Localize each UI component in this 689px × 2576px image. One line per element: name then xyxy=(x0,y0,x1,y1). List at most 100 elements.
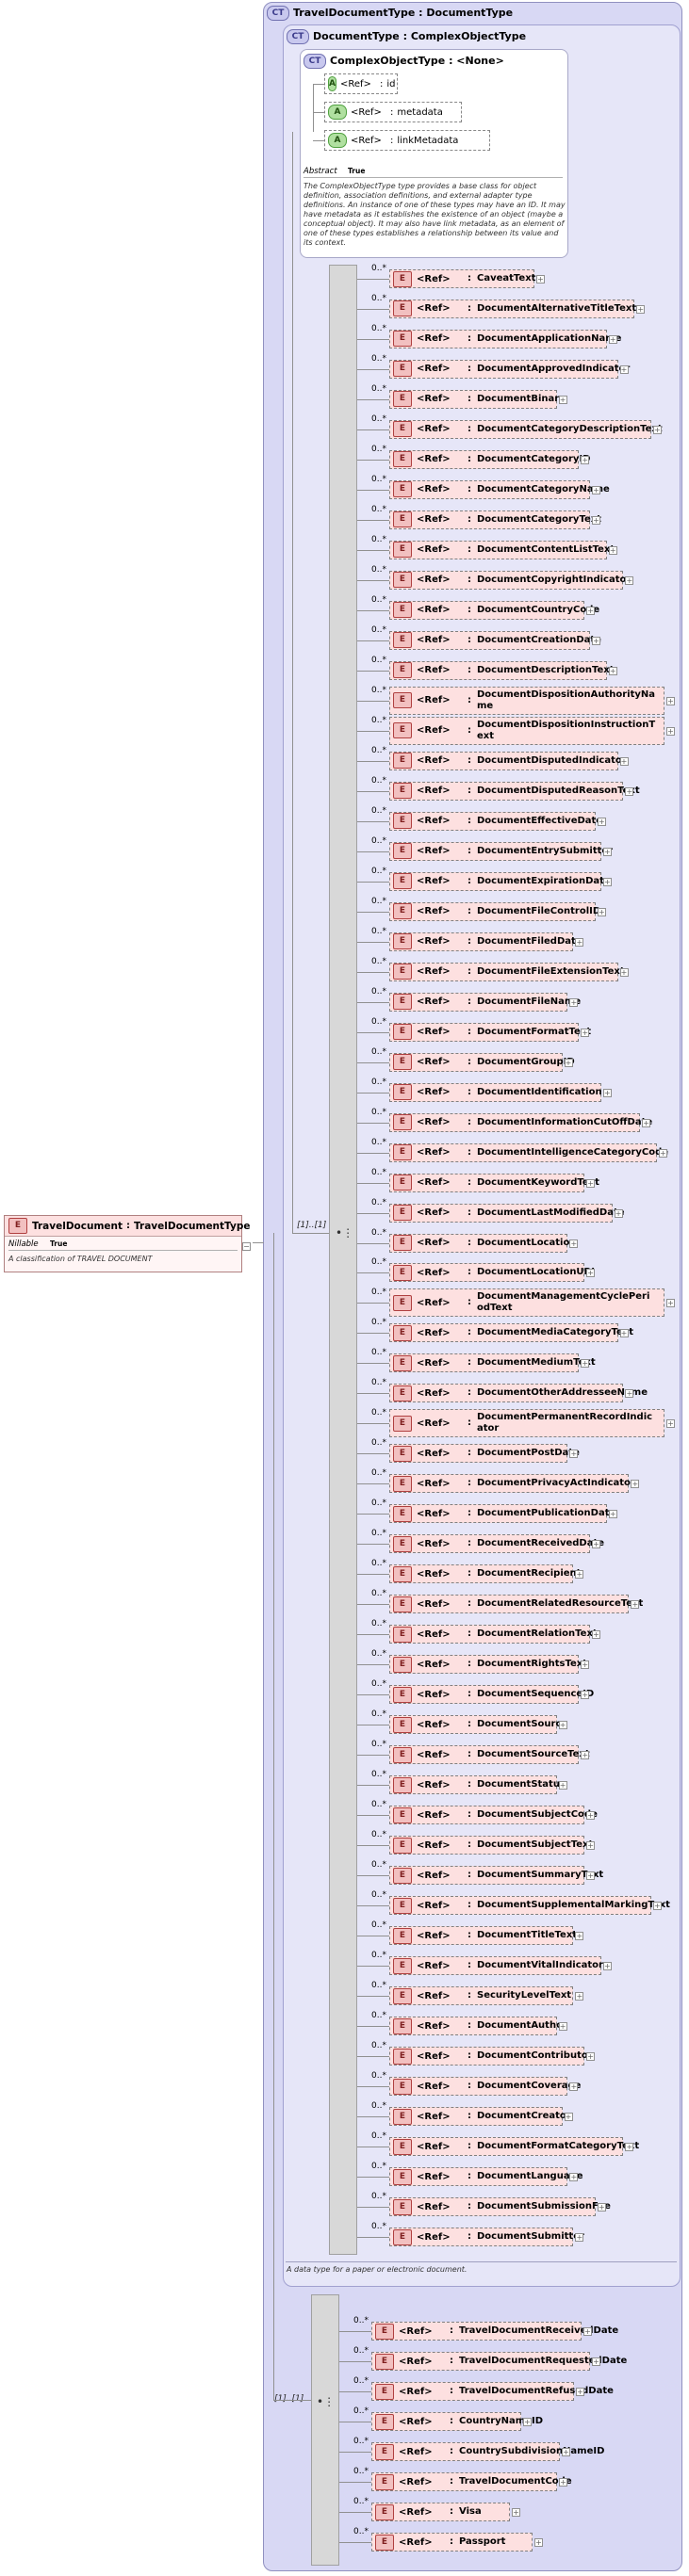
expand-icon[interactable]: + xyxy=(631,1600,640,1610)
expand-icon[interactable]: + xyxy=(564,1058,573,1067)
element-DocumentRecipient[interactable]: E<Ref>:DocumentRecipient xyxy=(389,1564,581,1584)
element-DocumentCoverage[interactable]: E<Ref>:DocumentCoverage xyxy=(389,2077,581,2097)
element-SecurityLevelText[interactable]: E<Ref>:SecurityLevelText xyxy=(389,1986,574,2006)
expand-icon[interactable]: + xyxy=(586,1269,596,1278)
element-DocumentFileName[interactable]: E<Ref>:DocumentFileName xyxy=(389,992,581,1012)
expand-icon[interactable]: + xyxy=(558,2022,567,2032)
expand-icon[interactable]: + xyxy=(562,2448,570,2456)
expand-icon[interactable]: + xyxy=(575,2233,584,2242)
expand-icon[interactable]: + xyxy=(658,1148,667,1158)
expand-icon[interactable]: + xyxy=(575,937,584,947)
element-DocumentGroupID[interactable]: E<Ref>:DocumentGroupID xyxy=(389,1052,575,1072)
expand-icon[interactable]: + xyxy=(523,2418,532,2426)
element-DocumentManagementCyclePeriodText[interactable]: E<Ref>:DocumentManagementCyclePeriodText xyxy=(389,1288,664,1318)
expand-icon[interactable]: + xyxy=(586,2052,596,2062)
element-DocumentEffectiveDate[interactable]: E<Ref>:DocumentEffectiveDate xyxy=(389,811,602,831)
element-DocumentMediaCategoryText[interactable]: E<Ref>:DocumentMediaCategoryText xyxy=(389,1323,633,1343)
expand-icon[interactable]: + xyxy=(581,1751,590,1760)
element-DocumentDispositionAuthorityName[interactable]: E<Ref>:DocumentDispositionAuthorityName xyxy=(389,686,664,715)
element-DocumentTitleText[interactable]: E<Ref>:DocumentTitleText xyxy=(389,1926,577,1946)
expand-icon[interactable]: + xyxy=(619,756,629,766)
expand-icon[interactable]: + xyxy=(592,1540,600,1549)
element-DocumentSourceText[interactable]: E<Ref>:DocumentSourceText xyxy=(389,1745,590,1765)
expand-icon[interactable]: + xyxy=(608,334,617,344)
element-DocumentFileExtensionText[interactable]: E<Ref>:DocumentFileExtensionText xyxy=(389,962,625,981)
element-DocumentReceivedDate[interactable]: E<Ref>:DocumentReceivedDate xyxy=(389,1534,604,1554)
expand-icon[interactable]: + xyxy=(592,636,600,645)
expand-icon[interactable]: + xyxy=(558,395,567,404)
element-DocumentIntelligenceCategoryCode[interactable]: E<Ref>:DocumentIntelligenceCategoryCode xyxy=(389,1142,668,1162)
expand-icon[interactable]: + xyxy=(592,1630,600,1640)
element-DocumentPermanentRecordIndicator[interactable]: E<Ref>:DocumentPermanentRecordIndicator xyxy=(389,1409,664,1438)
element-DocumentOtherAddresseeName[interactable]: E<Ref>:DocumentOtherAddresseeName xyxy=(389,1384,648,1403)
element-DocumentFileControlID[interactable]: E<Ref>:DocumentFileControlID xyxy=(389,901,600,921)
expand-icon[interactable]: + xyxy=(581,1691,590,1700)
element-DocumentInformationCutOffDate[interactable]: E<Ref>:DocumentInformationCutOffDate xyxy=(389,1112,652,1132)
expand-icon[interactable]: + xyxy=(569,1239,579,1248)
element-DocumentDescriptionText[interactable]: E<Ref>:DocumentDescriptionText xyxy=(389,660,615,680)
expand-icon[interactable]: + xyxy=(586,1811,596,1821)
expand-icon[interactable]: + xyxy=(642,1118,651,1127)
element-DocumentCreator[interactable]: E<Ref>:DocumentCreator xyxy=(389,2107,571,2127)
expand-icon[interactable]: + xyxy=(586,1178,596,1188)
element-TravelDocumentRefusedDate[interactable]: E<Ref>:TravelDocumentRefusedDate xyxy=(371,2382,614,2401)
expand-icon[interactable]: + xyxy=(666,726,675,736)
attribute-linkMetadata[interactable]: A<Ref>:linkMetadata xyxy=(324,130,490,151)
expand-icon[interactable]: + xyxy=(581,1661,590,1670)
element-DocumentKeywordText[interactable]: E<Ref>:DocumentKeywordText xyxy=(389,1173,599,1192)
element-DocumentContentListText[interactable]: E<Ref>:DocumentContentListText xyxy=(389,540,615,559)
expand-icon[interactable]: + xyxy=(602,847,612,856)
expand-icon[interactable]: + xyxy=(652,1902,662,1911)
element-DocumentStatus[interactable]: E<Ref>:DocumentStatus xyxy=(389,1775,566,1795)
element-DocumentPrivacyActIndicator[interactable]: E<Ref>:DocumentPrivacyActIndicator xyxy=(389,1474,635,1494)
expand-icon[interactable]: + xyxy=(583,2327,592,2336)
element-DocumentSubmissionFee[interactable]: E<Ref>:DocumentSubmissionFee xyxy=(389,2197,611,2216)
expand-icon[interactable]: + xyxy=(575,1992,584,2001)
expand-icon[interactable]: + xyxy=(581,1359,590,1369)
element-DocumentRelatedResourceText[interactable]: E<Ref>:DocumentRelatedResourceText xyxy=(389,1595,643,1614)
expand-icon[interactable]: + xyxy=(536,275,545,284)
expand-icon[interactable]: + xyxy=(631,1480,640,1489)
element-DocumentLocationURI[interactable]: E<Ref>:DocumentLocationURI xyxy=(389,1263,595,1283)
element-DocumentSummaryText[interactable]: E<Ref>:DocumentSummaryText xyxy=(389,1866,603,1886)
element-Visa[interactable]: E<Ref>:Visa xyxy=(371,2503,510,2521)
expand-icon[interactable]: + xyxy=(586,1871,596,1881)
element-DocumentSequenceID[interactable]: E<Ref>:DocumentSequenceID xyxy=(389,1685,594,1705)
expand-icon[interactable]: + xyxy=(581,1028,590,1037)
expand-icon[interactable]: + xyxy=(586,606,596,615)
element-DocumentSubjectText[interactable]: E<Ref>:DocumentSubjectText xyxy=(389,1836,593,1855)
element-DocumentMediumText[interactable]: E<Ref>:DocumentMediumText xyxy=(389,1353,596,1373)
expand-icon[interactable]: + xyxy=(581,455,590,464)
element-DocumentIdentification[interactable]: E<Ref>:DocumentIdentification xyxy=(389,1082,602,1102)
expand-icon[interactable]: + xyxy=(575,1570,584,1580)
expand-icon[interactable]: + xyxy=(625,786,634,796)
expand-icon[interactable]: + xyxy=(602,1088,612,1097)
element-DocumentApprovedIndicator[interactable]: E<Ref>:DocumentApprovedIndicator xyxy=(389,359,630,379)
expand-icon[interactable]: + xyxy=(592,2357,600,2366)
element-DocumentVitalIndicator[interactable]: E<Ref>:DocumentVitalIndicator xyxy=(389,1956,603,1976)
expand-icon[interactable]: + xyxy=(608,1510,617,1519)
element-Passport[interactable]: E<Ref>:Passport xyxy=(371,2533,533,2552)
expand-icon[interactable]: + xyxy=(619,365,629,374)
expand-icon[interactable]: + xyxy=(564,2113,573,2122)
expand-icon[interactable]: + xyxy=(614,1208,623,1218)
element-DocumentExpirationDate[interactable]: E<Ref>:DocumentExpirationDate xyxy=(389,871,611,891)
expand-icon[interactable]: + xyxy=(534,2538,543,2547)
element-DocumentAuthor[interactable]: E<Ref>:DocumentAuthor xyxy=(389,2017,567,2036)
element-DocumentEntrySubmitter[interactable]: E<Ref>:DocumentEntrySubmitter xyxy=(389,841,613,861)
element-DocumentCopyrightIndicator[interactable]: E<Ref>:DocumentCopyrightIndicator xyxy=(389,570,631,590)
element-DocumentCountryCode[interactable]: E<Ref>:DocumentCountryCode xyxy=(389,600,599,620)
element-DocumentFiledDate[interactable]: E<Ref>:DocumentFiledDate xyxy=(389,932,582,951)
attribute-id[interactable]: A<Ref>:id xyxy=(324,73,398,94)
element-DocumentFormatText[interactable]: E<Ref>:DocumentFormatText xyxy=(389,1022,591,1042)
expand-icon[interactable]: + xyxy=(602,877,612,886)
element-DocumentBinary[interactable]: E<Ref>:DocumentBinary xyxy=(389,389,566,409)
expand-icon[interactable]: + xyxy=(592,515,600,525)
element-DocumentDispositionInstructionText[interactable]: E<Ref>:DocumentDispositionInstructionTex… xyxy=(389,716,664,745)
element-TravelDocumentCode[interactable]: E<Ref>:TravelDocumentCode xyxy=(371,2472,572,2491)
expand-icon[interactable]: + xyxy=(625,1389,634,1399)
element-DocumentLocation[interactable]: E<Ref>:DocumentLocation xyxy=(389,1233,576,1253)
root-element[interactable]: E TravelDocument : TravelDocumentType Ni… xyxy=(4,1215,250,1272)
element-TravelDocumentRequestedDate[interactable]: E<Ref>:TravelDocumentRequestedDate xyxy=(371,2352,627,2371)
element-CaveatText[interactable]: E<Ref>:CaveatText xyxy=(389,269,535,288)
